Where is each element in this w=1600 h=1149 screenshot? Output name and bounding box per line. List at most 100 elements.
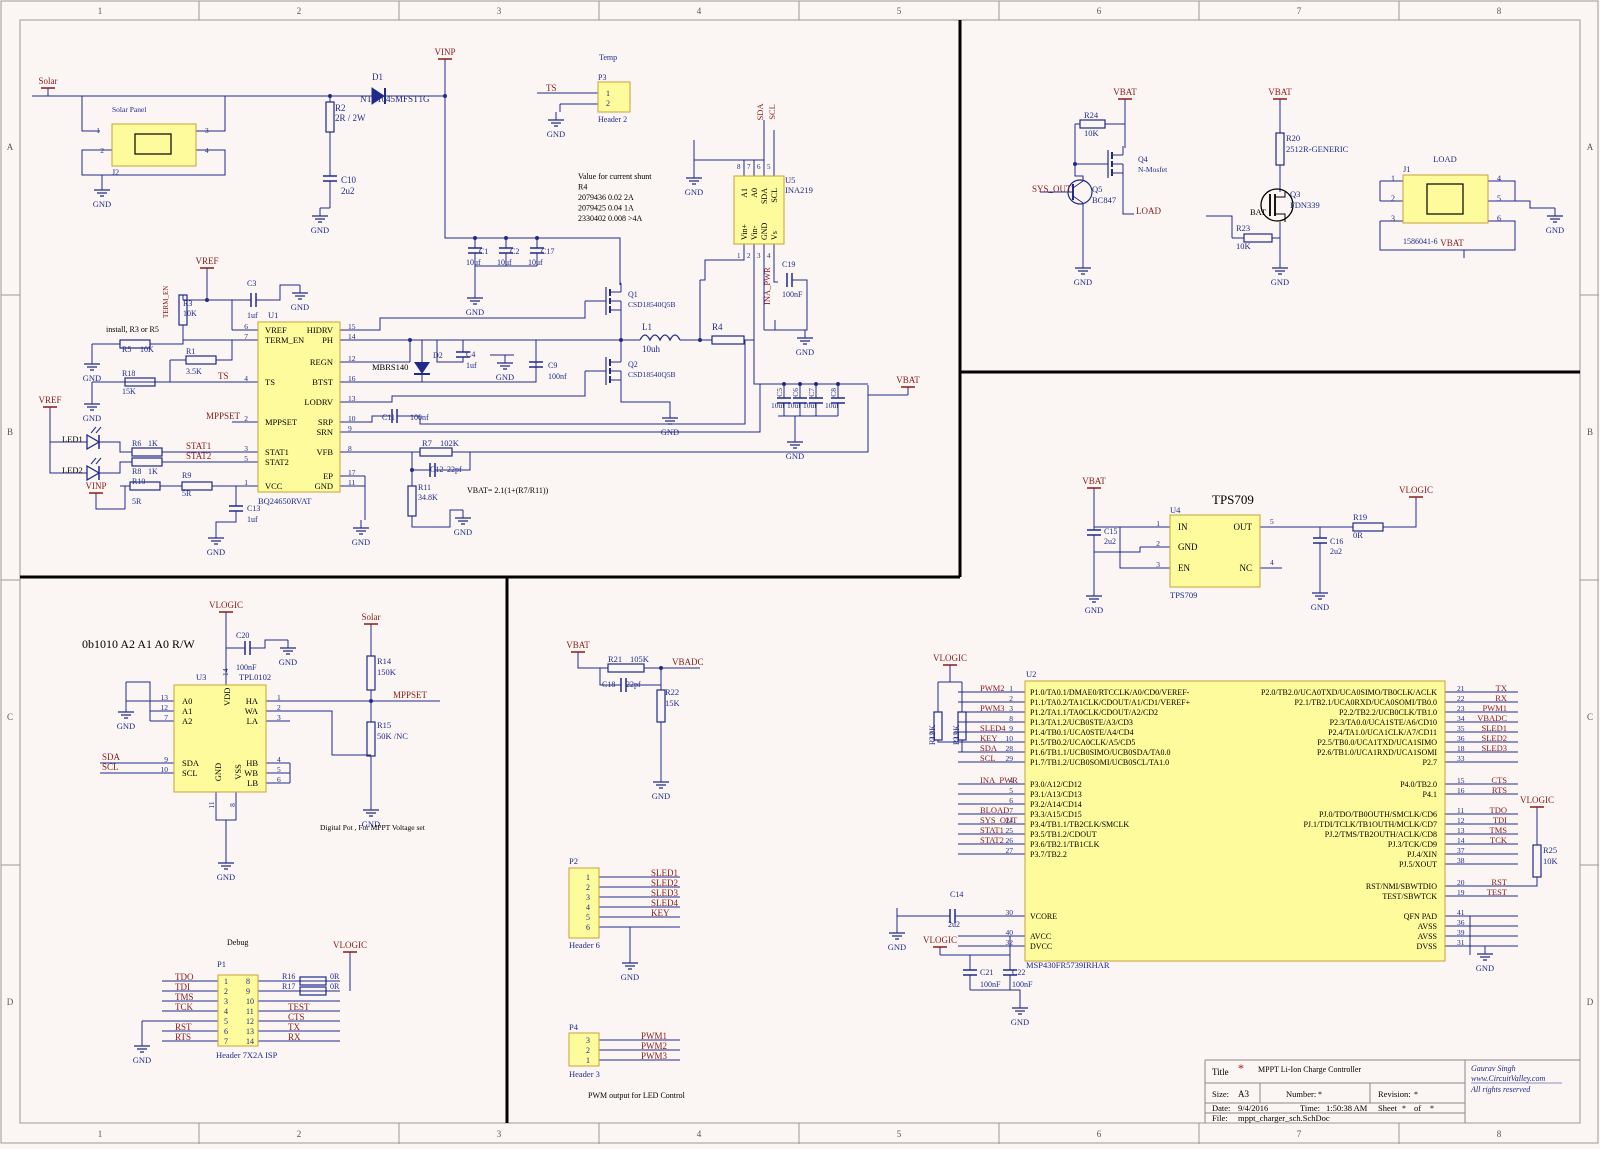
u2-pin-right-20: RST/NMI/SBWTDIO xyxy=(1366,882,1437,891)
parts xyxy=(86,81,1542,1067)
tb-author: Gaurav Singh xyxy=(1471,1064,1516,1073)
j1-pin-left: 1 xyxy=(1391,174,1395,183)
r7-value: 102K xyxy=(440,438,460,448)
u1-pin-gnd: GND xyxy=(315,481,333,491)
u2-pin-right-21: P2.0/TB2.0/UCA0TXD/UCA0SIMO/TB0CLK/ACLK xyxy=(1261,688,1437,697)
grid-row-label-left: A xyxy=(7,142,14,152)
gnd-symbol xyxy=(1477,953,1493,961)
u1-pinnum-right: 11 xyxy=(348,478,355,487)
r12-ref: R12 xyxy=(928,732,937,745)
wire-258 xyxy=(250,639,288,649)
resistor-body xyxy=(366,655,376,691)
u2-pin-right-34: P2.3/TA0.0/UCA1STE/A6/CD10 xyxy=(1330,718,1437,727)
p2-ref: P2 xyxy=(569,856,578,866)
r14-ref: R14 xyxy=(377,656,392,666)
u2-pin-right-35: P2.4/TA1.0/UCA1CLK/A7/CD11 xyxy=(1328,728,1437,737)
u2-pinnum-right: 39 xyxy=(1457,928,1465,937)
gnd-label: GND xyxy=(133,1055,151,1065)
r20-value: 2512R-GENERIC xyxy=(1286,144,1349,154)
net-u2-right-16: RTS xyxy=(1492,785,1507,795)
wire-128 xyxy=(411,509,463,528)
c19-ref: C19 xyxy=(782,260,795,269)
u5-pin-bottom-0: Vin+ xyxy=(740,223,749,240)
capacitor-plates xyxy=(468,247,482,254)
wire-104 xyxy=(365,371,586,403)
diode-d1-body xyxy=(371,87,385,105)
net-ts: TS xyxy=(546,83,557,93)
r18-value: 15K xyxy=(122,387,136,396)
capacitor-plates xyxy=(391,409,398,423)
net-p2-sled3: SLED3 xyxy=(651,888,679,898)
junction-dot xyxy=(408,338,412,342)
p4-pin: 3 xyxy=(586,1036,590,1045)
u1-pin-stat1: STAT1 xyxy=(265,447,289,457)
input-cap-value: 10uf xyxy=(528,258,543,267)
u2-pin-right-12: PJ.1/TDI/TCLK/TB1OUTH/MCLK/CD7 xyxy=(1303,820,1437,829)
wire-227 xyxy=(1488,180,1516,201)
net-mppset-u3: MPPSET xyxy=(393,690,428,700)
mosfet-q2-ref: Q2 xyxy=(628,360,638,369)
c22-ref: C22 xyxy=(1012,968,1025,977)
gnd-symbol xyxy=(84,363,100,371)
power-net-label: VLOGIC xyxy=(209,600,243,610)
net-p4-pwm1: PWM1 xyxy=(641,1031,667,1041)
u3-pinnum-left: 10 xyxy=(161,765,169,774)
net-p2-sled4: SLED4 xyxy=(651,898,679,908)
power-net-label: VBAT xyxy=(566,640,590,650)
net-u2-left-26: STAT2 xyxy=(980,835,1004,845)
r5-ref: R5 xyxy=(122,345,131,354)
u3-pin-wb: WB xyxy=(244,768,258,778)
grid-row-label-right: D xyxy=(1587,997,1594,1007)
gnd-label: GND xyxy=(207,547,225,557)
tb-date-label: Date: xyxy=(1212,1103,1230,1113)
gnd-symbol xyxy=(889,932,905,940)
net-u2-right-18: SLED3 xyxy=(1482,743,1508,753)
c20-value: 100nF xyxy=(236,663,257,672)
p2-value: Header 6 xyxy=(569,940,600,950)
u1-pinnum-right: 10 xyxy=(348,414,356,423)
wire-38 xyxy=(700,244,745,281)
u5-pin-num-top: 7 xyxy=(747,163,751,171)
u4-pinnum-nc: 4 xyxy=(1270,558,1274,567)
u1-pin-ph: PH xyxy=(322,335,333,345)
wire-401 xyxy=(1445,877,1538,887)
u3-pinnum-right: 2 xyxy=(277,703,281,712)
u1-pin-hidrv: HIDRV xyxy=(307,325,334,335)
gnd-label: GND xyxy=(311,225,329,235)
u2-pin-right-41: QFN PAD xyxy=(1404,912,1437,921)
p1-ref: P1 xyxy=(217,959,226,969)
led-led2 xyxy=(86,464,101,482)
power-net-label: VLOGIC xyxy=(1520,795,1554,805)
u2-pin-left-29: P1.7/TB1.2/UCB0SOMI/UCB0SCL/TA1.0 xyxy=(1030,758,1169,767)
u2-pinnum-right: 15 xyxy=(1457,776,1465,785)
wire-158 xyxy=(99,441,132,453)
j1-value: 1586041-6 xyxy=(1403,237,1438,246)
u2-pin-left-24: P3.4/TB1.1/TB2CLK/SMCLK xyxy=(1030,820,1129,829)
u4-value: TPS709 xyxy=(1170,590,1197,600)
j2-pin-2: 2 xyxy=(100,146,104,155)
wire-307 xyxy=(599,926,631,955)
u3-pinnum-left: 7 xyxy=(164,713,168,722)
power-net-label: VREF xyxy=(38,395,61,405)
u2-pinnum-right: 41 xyxy=(1457,908,1465,917)
c3-value: 1uf xyxy=(247,311,258,320)
u2-pin-left-40: AVCC xyxy=(1030,932,1051,941)
inner-border xyxy=(19,19,1581,1124)
r3-ref: R3 xyxy=(183,299,192,308)
u2-pin-right-22: P2.1/TB2.1/UCA0RXD/UCA0SOMI/TB0.0 xyxy=(1295,698,1437,707)
j1-pin-right: 5 xyxy=(1497,194,1501,203)
u2-pinnum-right: 38 xyxy=(1457,856,1465,865)
led-led1-rays xyxy=(90,426,102,434)
net-u2-right-14: TCK xyxy=(1490,835,1508,845)
wire-107 xyxy=(365,384,761,433)
u1-pin-mppset: MPPSET xyxy=(265,417,298,427)
input-cap-value: 10uf xyxy=(497,258,512,267)
net-u2-right-23: PWM1 xyxy=(1482,703,1507,713)
wire-206 xyxy=(1072,195,1084,204)
led1-ref: LED1 xyxy=(62,434,83,444)
resistor-body xyxy=(419,447,453,457)
gnd-label: GND xyxy=(217,872,235,882)
u3-pinnum-left: 13 xyxy=(161,693,169,702)
net-u2-left-29: SCL xyxy=(980,753,996,763)
